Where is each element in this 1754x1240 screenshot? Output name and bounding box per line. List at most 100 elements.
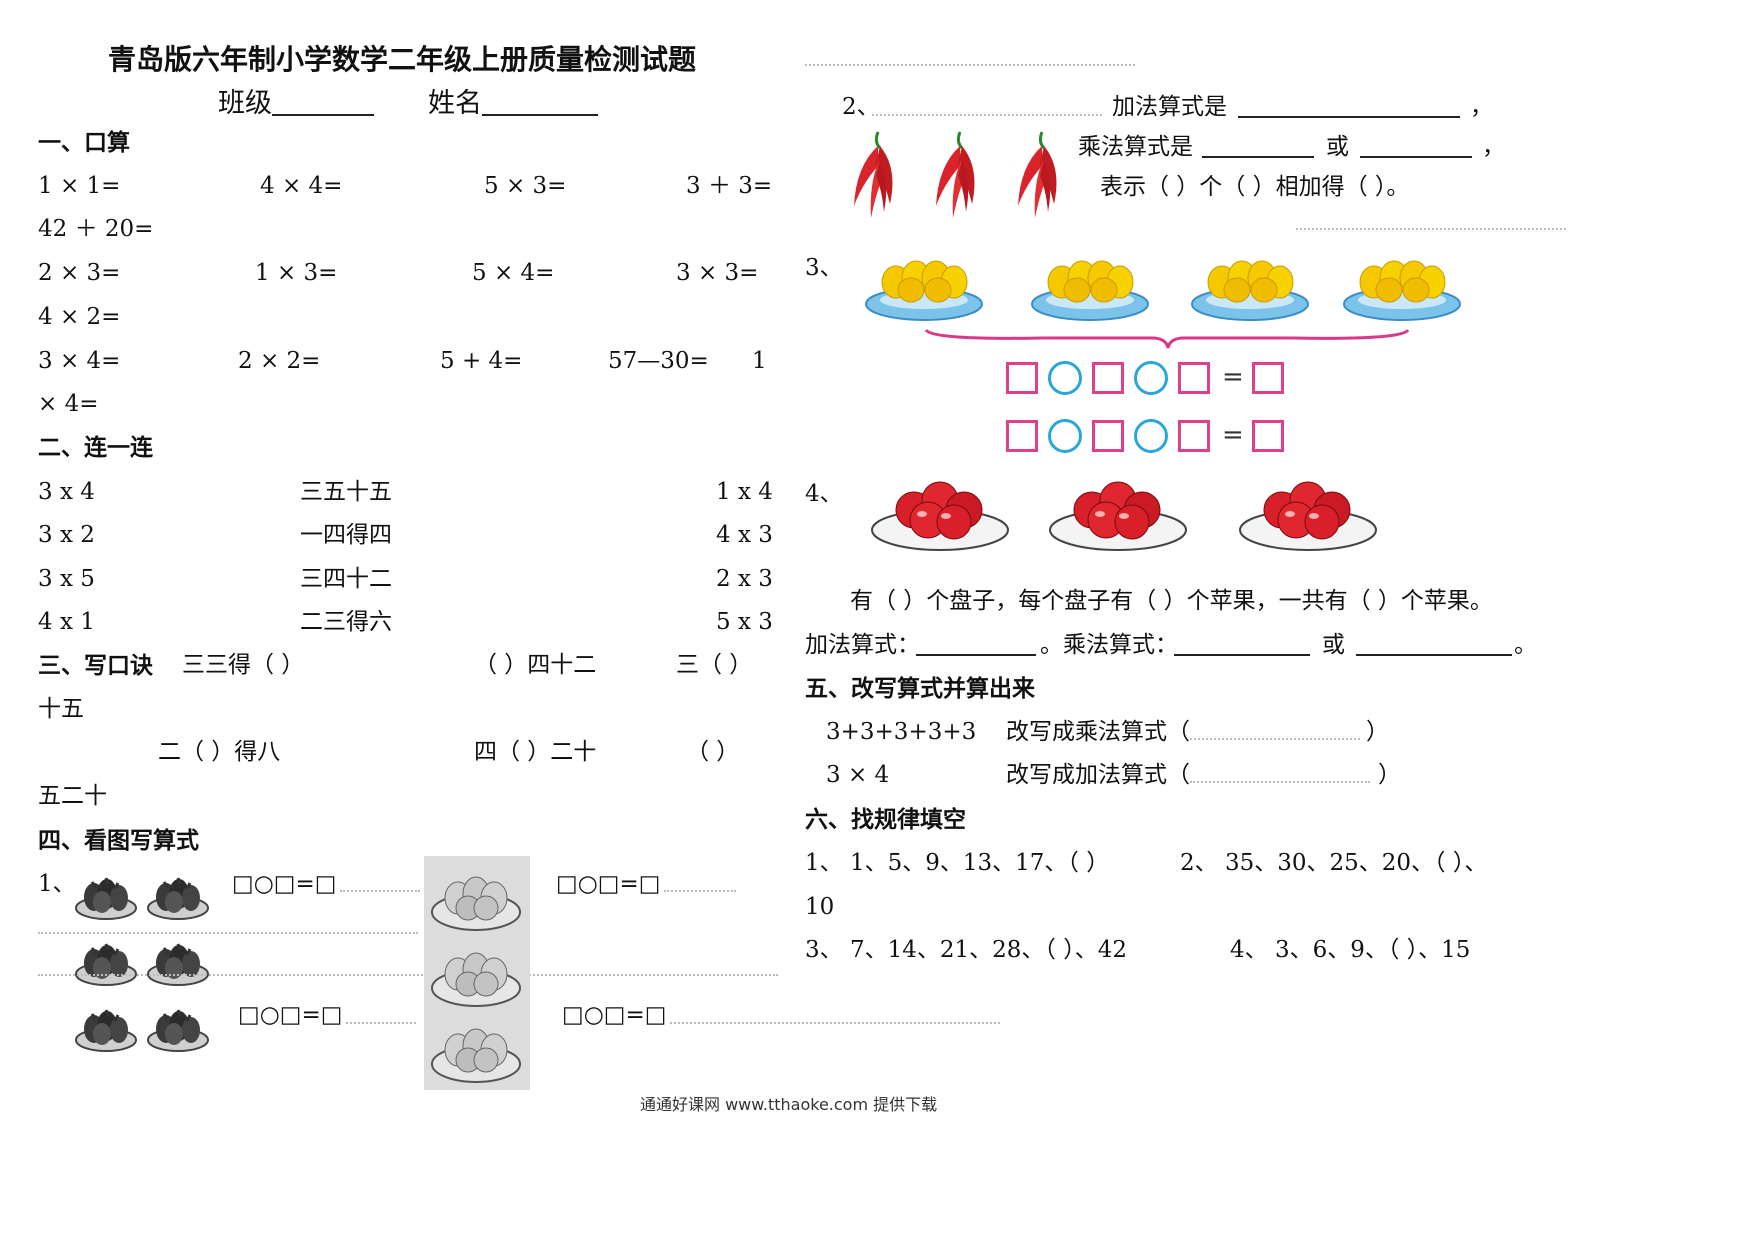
chili-peppers-image — [852, 130, 1058, 220]
multiplication-formula-label: 。乘法算式： — [1040, 632, 1178, 658]
addition-formula-label: 加法算式： — [805, 632, 920, 658]
apple-question-sentence[interactable]: 有（ ）个盘子，每个盘子有（ ）个苹果，一共有（ ）个苹果。 — [850, 588, 1493, 614]
formula-template[interactable]: □○□=□ — [238, 1002, 343, 1028]
equals-sign: = — [1222, 362, 1244, 392]
operator-circle[interactable] — [1134, 361, 1168, 395]
calc-item: 5 + 4= — [440, 348, 523, 374]
dotted-leader — [664, 890, 736, 892]
multiplication-label: 乘法算式是 — [1078, 134, 1193, 160]
rhyme-blank[interactable]: （ ）四十二 — [474, 652, 597, 678]
calc-item: 2 × 3= — [38, 260, 121, 286]
question-number: 1、 — [38, 871, 76, 897]
section-2-heading: 二、连一连 — [38, 434, 153, 461]
formula-template[interactable]: □○□=□ — [562, 1002, 667, 1028]
answer-box[interactable] — [1006, 420, 1038, 452]
multiplication-answer-blank[interactable] — [1360, 156, 1472, 158]
section-4-heading: 四、看图写算式 — [38, 827, 199, 854]
dotted-leader — [872, 114, 1102, 116]
answer-box[interactable] — [1092, 420, 1124, 452]
match-left-item[interactable]: 3 x 5 — [38, 566, 95, 592]
match-right-item[interactable]: 5 x 3 — [716, 609, 773, 635]
answer-box[interactable] — [1178, 362, 1210, 394]
formula-template[interactable]: □○□=□ — [232, 871, 337, 897]
brace-icon — [924, 328, 1410, 349]
meaning-sentence[interactable]: 表示（ ）个（ ）相加得（ ）。 — [1100, 174, 1410, 200]
dotted-leader — [805, 64, 1135, 66]
equals-sign: = — [1222, 420, 1244, 450]
multiplication-answer-blank[interactable] — [1356, 654, 1512, 656]
answer-box[interactable] — [1178, 420, 1210, 452]
name-blank[interactable] — [482, 114, 598, 116]
section-5-heading: 五、改写算式并算出来 — [805, 675, 1035, 702]
section-1-heading: 一、口算 — [38, 129, 130, 156]
close-paren: ） — [1378, 762, 1401, 788]
match-left-item[interactable]: 3 x 2 — [38, 522, 95, 548]
match-right-item[interactable]: 1 x 4 — [716, 479, 773, 505]
footer-credit: 通通好课网 www.tthaoke.com 提供下载 — [640, 1095, 938, 1114]
calc-item: 4 × 2= — [38, 304, 121, 330]
answer-box[interactable] — [1252, 362, 1284, 394]
rhyme-blank[interactable]: 二（ ）得八 — [158, 739, 281, 765]
rhyme-blank[interactable]: （ ） — [686, 739, 740, 765]
period: 。 — [1514, 632, 1537, 658]
comma: ， — [1482, 134, 1505, 160]
operator-circle[interactable] — [1048, 419, 1082, 453]
formula-template[interactable]: □○□=□ — [556, 871, 661, 897]
match-middle-item[interactable]: 三四十二 — [300, 566, 392, 592]
match-right-item[interactable]: 2 x 3 — [716, 566, 773, 592]
class-label: 班级 — [218, 88, 272, 119]
comma: ， — [1470, 94, 1493, 120]
rhyme-blank[interactable]: 三三得（ ） — [182, 652, 305, 678]
dotted-leader — [346, 1022, 416, 1024]
calc-item: 4 × 4= — [260, 173, 343, 199]
class-blank[interactable] — [272, 114, 374, 116]
match-middle-item[interactable]: 二三得六 — [300, 609, 392, 635]
calc-item: × 4= — [38, 391, 99, 417]
name-label: 姓名 — [428, 88, 482, 119]
section-3-heading: 三、写口诀 — [38, 652, 153, 679]
addition-label: 加法算式是 — [1112, 94, 1227, 120]
apple-plates-image — [871, 481, 1377, 551]
calc-item: 1 — [752, 348, 767, 374]
match-middle-item[interactable]: 一四得四 — [300, 522, 392, 548]
multiplication-answer-blank[interactable] — [1202, 156, 1314, 158]
dotted-leader — [340, 890, 420, 892]
multiplication-answer-blank[interactable] — [1174, 654, 1310, 656]
calc-item: 3 × 4= — [38, 348, 121, 374]
calc-item: 3 × 3= — [676, 260, 759, 286]
dotted-leader — [670, 1022, 1000, 1024]
match-right-item[interactable]: 4 x 3 — [716, 522, 773, 548]
rewrite-instruction: 改写成加法算式（ — [1006, 762, 1190, 788]
dotted-leader — [1296, 228, 1566, 230]
match-middle-item[interactable]: 三五十五 — [300, 479, 392, 505]
answer-box[interactable] — [1006, 362, 1038, 394]
pattern-item[interactable]: 4、 3、6、9、（ ）、15 — [1230, 937, 1471, 963]
rewrite-instruction: 改写成乘法算式（ — [1006, 719, 1190, 745]
pattern-item[interactable]: 2、 35、30、25、20、（ ）、 — [1180, 850, 1488, 876]
pattern-item[interactable]: 3、 7、14、21、28、（ ）、42 — [805, 937, 1127, 963]
calc-item: 57—30= — [608, 348, 709, 374]
answer-blank[interactable] — [1190, 738, 1360, 740]
operator-circle[interactable] — [1134, 419, 1168, 453]
rhyme-blank[interactable]: 四（ ）二十 — [474, 739, 597, 765]
calc-item: 1 × 1= — [38, 173, 121, 199]
answer-box[interactable] — [1252, 420, 1284, 452]
page-title: 青岛版六年制小学数学二年级上册质量检测试题 — [108, 43, 697, 76]
question-number: 3、 — [805, 255, 843, 281]
pattern-item[interactable]: 1、 1、5、9、13、17、（ ） — [805, 850, 1110, 876]
or-label: 或 — [1326, 134, 1349, 160]
rhyme-text: 五二十 — [38, 783, 107, 809]
question-number: 4、 — [805, 481, 843, 507]
rhyme-blank[interactable]: 三（ ） — [676, 652, 753, 678]
addition-answer-blank[interactable] — [1238, 116, 1460, 118]
rewrite-expression: 3 × 4 — [826, 762, 890, 788]
operator-circle[interactable] — [1048, 361, 1082, 395]
match-left-item[interactable]: 3 x 4 — [38, 479, 95, 505]
close-paren: ） — [1366, 719, 1389, 745]
match-left-item[interactable]: 4 x 1 — [38, 609, 95, 635]
eggplant-plates-image — [74, 876, 210, 1053]
calc-item: 2 × 2= — [238, 348, 321, 374]
answer-box[interactable] — [1092, 362, 1124, 394]
answer-blank[interactable] — [1190, 781, 1370, 783]
addition-answer-blank[interactable] — [916, 654, 1036, 656]
